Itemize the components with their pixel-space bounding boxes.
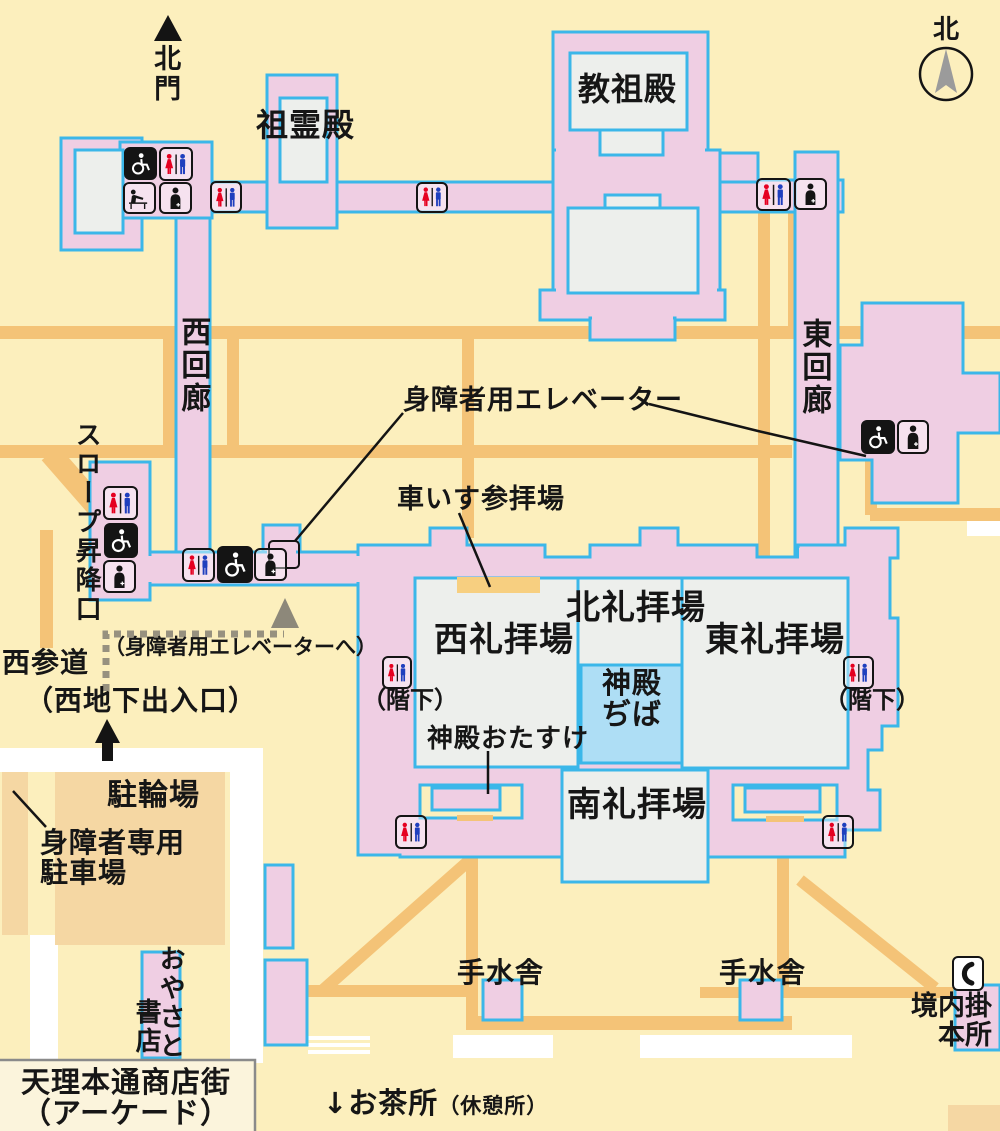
wheelchair-area-label: 車いす参拝場 bbox=[397, 484, 565, 515]
west-underground-label: （西地下出入口） bbox=[25, 684, 258, 717]
restroom-icon bbox=[159, 147, 193, 181]
to-elevator-label: （身障者用エレベーターへ） bbox=[104, 635, 377, 659]
restroom-icon bbox=[416, 182, 448, 213]
nursing-room-icon bbox=[123, 182, 156, 214]
oyasato-bookstore-label-2: 書店 bbox=[131, 998, 162, 1056]
east-corridor-label: 東回廊 bbox=[796, 318, 832, 417]
bicycle-parking-label: 駐輪場 bbox=[107, 778, 200, 813]
ochajo-label: ↓お茶所（休憩所） bbox=[323, 1086, 549, 1120]
wheelchair-icon bbox=[861, 420, 895, 454]
slope-entrance-label: スロープ昇降口 bbox=[71, 421, 102, 624]
first-aid-icon bbox=[103, 560, 136, 593]
wheelchair-icon bbox=[104, 523, 138, 558]
kyososden-label: 教祖殿 bbox=[578, 70, 678, 108]
nishi-sando-label: 西参道 bbox=[2, 646, 90, 679]
restroom-icon bbox=[382, 656, 412, 689]
north-hall-label: 北礼拝場 bbox=[566, 588, 706, 628]
north-gate-arrow-icon bbox=[154, 15, 182, 41]
downstairs-east-label: （階下） bbox=[824, 686, 920, 714]
compass-north-label: 北 bbox=[933, 15, 961, 45]
wheelchair-worship-spot bbox=[457, 577, 540, 593]
jiba-label: 神殿 ぢば bbox=[601, 666, 662, 732]
arcade-label: 天理本通商店街 （アーケード） bbox=[20, 1065, 231, 1131]
restroom-icon bbox=[822, 815, 854, 849]
jiba-area bbox=[579, 663, 684, 765]
keidai-office-label: 境内掛 本所 bbox=[911, 991, 992, 1052]
orange-roads bbox=[0, 205, 1000, 1030]
west-hall-label: 西礼拝場 bbox=[434, 620, 574, 660]
oyasato-bookstore-label-1: おやさと bbox=[155, 945, 186, 1061]
annotation-lines bbox=[12, 402, 867, 828]
restroom-icon bbox=[395, 815, 427, 849]
west-corridor-label: 西回廊 bbox=[175, 316, 211, 415]
compass-icon bbox=[918, 46, 974, 102]
wheelchair-icon bbox=[124, 147, 157, 180]
east-hall-label: 東礼拝場 bbox=[705, 620, 845, 660]
wheelchair-icon bbox=[217, 546, 253, 583]
white-roads bbox=[0, 518, 1000, 1063]
parking-areas bbox=[2, 772, 1000, 1131]
otasuke-label: 神殿おたすけ bbox=[427, 724, 590, 754]
underground-entrance-arrow-icon bbox=[95, 719, 120, 761]
soreiden-label: 祖霊殿 bbox=[256, 106, 356, 144]
arcade-box bbox=[0, 1058, 257, 1131]
accessible-route-dashed-path bbox=[102, 630, 284, 691]
restroom-icon bbox=[103, 486, 138, 520]
restroom-icon bbox=[210, 181, 242, 213]
restroom-icon bbox=[843, 656, 874, 689]
south-hall-label: 南礼拝場 bbox=[567, 785, 707, 825]
temizusha-west-label: 手水舎 bbox=[457, 956, 545, 989]
north-gate-label: 北門 bbox=[149, 44, 181, 104]
accessible-route-arrow-icon bbox=[271, 598, 299, 628]
phone-icon bbox=[952, 956, 984, 991]
first-aid-icon bbox=[794, 178, 827, 210]
disabled-parking-label: 身障者専用 駐車場 bbox=[40, 826, 186, 890]
downstairs-west-label: （階下） bbox=[362, 686, 458, 714]
restroom-icon bbox=[756, 178, 791, 211]
elevator-label: 身障者用エレベーター bbox=[403, 385, 683, 416]
buildings bbox=[59, 30, 1000, 1060]
temizusha-east-label: 手水舎 bbox=[719, 956, 807, 989]
restroom-icon bbox=[182, 548, 215, 582]
first-aid-icon bbox=[159, 182, 192, 214]
first-aid-icon bbox=[254, 548, 287, 581]
stair-insets bbox=[418, 783, 839, 822]
first-aid-icon bbox=[897, 420, 929, 454]
